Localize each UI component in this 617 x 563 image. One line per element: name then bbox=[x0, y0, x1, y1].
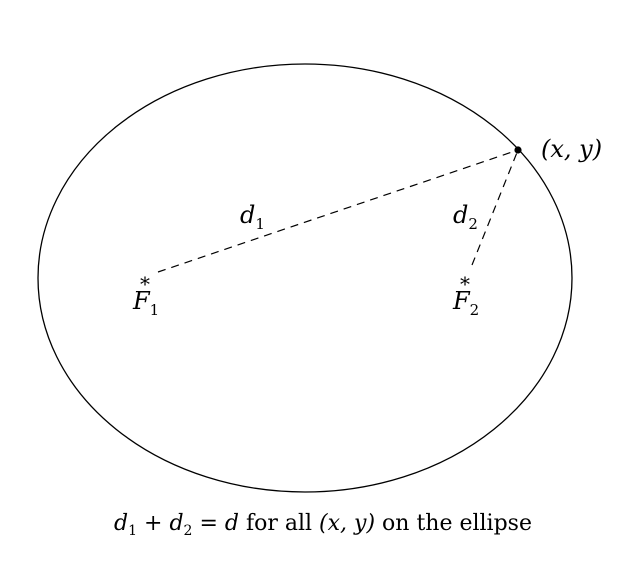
focus-f1-marker: * bbox=[140, 272, 150, 296]
caption: d1 + d2 = d for all (x, y) on the ellips… bbox=[114, 511, 532, 539]
d1-label: d1 bbox=[240, 201, 265, 233]
point-on-ellipse bbox=[514, 146, 522, 154]
ellipse bbox=[37, 63, 573, 493]
d2-dashed-line bbox=[471, 149, 519, 266]
point-label: (x, y) bbox=[541, 135, 602, 163]
f1-label: F1 bbox=[132, 287, 159, 319]
f2-label: F2 bbox=[452, 287, 479, 319]
d1-dashed-line bbox=[157, 149, 519, 273]
focus-f2-marker: * bbox=[460, 272, 470, 296]
d2-label: d2 bbox=[453, 201, 478, 233]
